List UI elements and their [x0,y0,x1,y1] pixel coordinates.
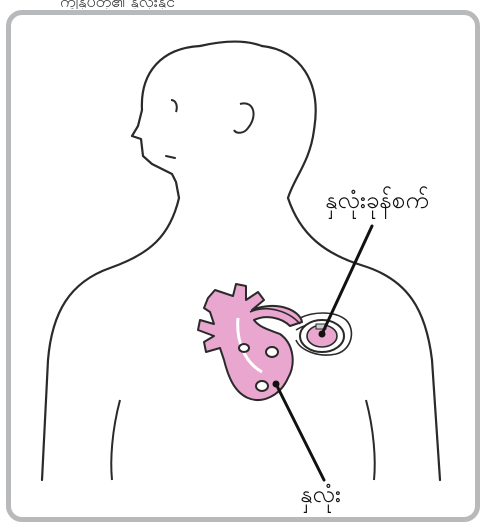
heart-shape [198,284,302,400]
heart-illustration [198,284,302,400]
head-outline [200,42,262,47]
body-outline [42,46,440,480]
right-arm-line [366,400,375,480]
pacemaker-label: နှလုံးခုန်စက် [325,184,429,220]
pacemaker-leader-dot [319,331,326,338]
heart-leader-line [276,384,324,480]
ear [234,103,254,132]
heart-chamber-1 [266,347,278,357]
heart-leader-dot [273,381,280,388]
left-arm-line [111,400,120,480]
pacemaker-leader-line [322,226,372,334]
heart-label: နှလုံး [300,478,341,514]
eye [171,100,177,112]
heart-chamber-3 [239,344,249,352]
mouth [166,156,175,158]
heart-chamber-2 [256,381,268,391]
